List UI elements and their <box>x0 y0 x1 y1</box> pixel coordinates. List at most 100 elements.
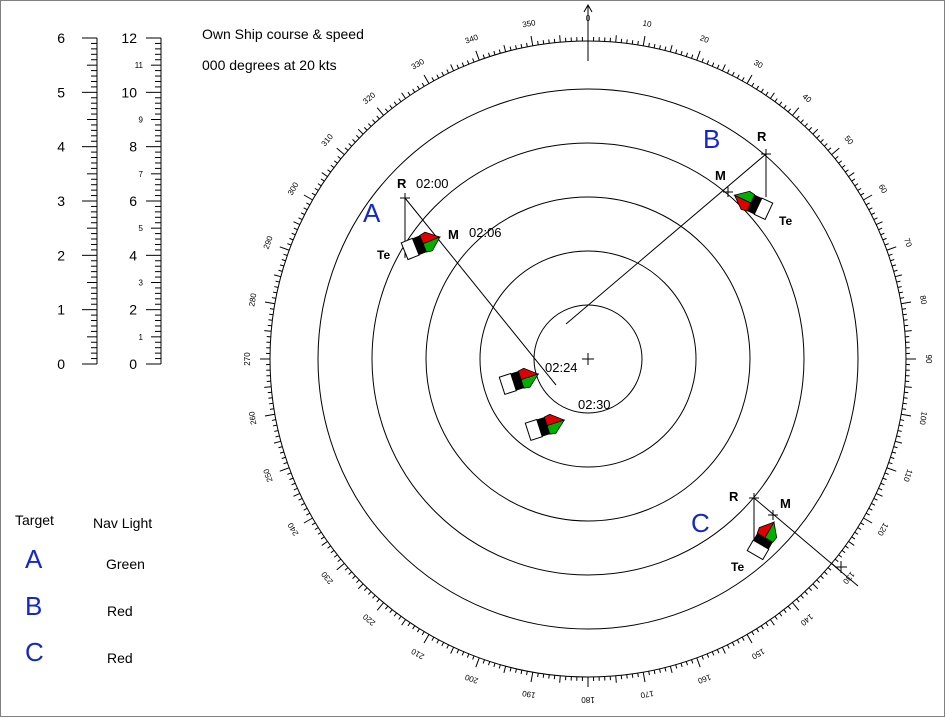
bearing-label: 140 <box>798 612 814 628</box>
bearing-tick <box>377 599 380 602</box>
bearing-tick <box>770 619 774 625</box>
bearing-tick <box>692 55 693 59</box>
bearing-tick <box>322 173 328 177</box>
bearing-tick <box>538 673 539 677</box>
bearing-tick <box>863 195 872 200</box>
bearing-tick <box>792 603 798 611</box>
bearing-label: 70 <box>902 237 914 249</box>
bearing-tick <box>447 70 449 74</box>
bearing-tick <box>408 623 410 626</box>
bearing-tick <box>752 632 754 635</box>
bearing-tick <box>732 72 734 76</box>
bearing-label: 170 <box>639 689 654 700</box>
bearing-tick <box>269 314 273 315</box>
bearing-tick <box>902 409 906 410</box>
bearing-tick <box>632 674 633 678</box>
bearing-label: 190 <box>521 689 536 700</box>
bearing-tick <box>292 233 296 235</box>
bearing-tick <box>424 634 429 643</box>
cpa-vessel-0230 <box>525 411 567 442</box>
bearing-tick <box>901 414 911 416</box>
bearing-tick <box>643 36 645 46</box>
bearing-tick <box>276 436 280 437</box>
target-c-vessel <box>746 517 782 560</box>
bearing-tick <box>306 203 309 205</box>
bearing-tick <box>898 287 902 288</box>
bearing-tick <box>457 65 459 69</box>
bearing-tick <box>364 127 367 130</box>
bearing-label: 60 <box>877 183 890 196</box>
bearing-tick <box>358 129 363 134</box>
bearing-tick <box>665 668 666 672</box>
bearing-tick <box>717 65 719 69</box>
bearing-tick <box>809 127 812 130</box>
bearing-tick <box>377 603 383 611</box>
bearing-tick <box>821 139 824 142</box>
target-c-te-label: Te <box>731 560 744 574</box>
bearing-tick <box>869 208 873 210</box>
bearing-tick <box>462 63 464 67</box>
bearing-tick <box>649 671 650 675</box>
range-scale-right-label: 2 <box>129 302 137 318</box>
target-b-vessel <box>730 186 773 220</box>
own-ship-course-speed: 000 degrees at 20 kts <box>202 57 337 73</box>
bearing-label: 100 <box>918 411 929 426</box>
bearing-tick <box>282 457 286 458</box>
target-b-te-label: Te <box>779 214 792 228</box>
bearing-tick <box>742 77 744 80</box>
range-scale-left-label: 1 <box>57 302 65 318</box>
bearing-tick <box>900 298 904 299</box>
bearing-tick <box>516 669 517 673</box>
range-scale-right-label: 0 <box>129 356 137 372</box>
range-scale-right-minor-label: 3 <box>139 279 144 288</box>
bearing-tick <box>842 550 845 552</box>
bearing-tick <box>516 45 517 49</box>
bearing-tick <box>315 188 318 190</box>
bearing-tick <box>863 518 872 523</box>
bearing-tick <box>345 568 348 571</box>
bearing-label: 30 <box>752 58 765 71</box>
bearing-tick <box>337 148 345 154</box>
bearing-tick <box>638 41 639 45</box>
bearing-label: 300 <box>286 180 301 197</box>
bearing-tick <box>861 193 864 195</box>
bearing-tick <box>560 35 561 42</box>
bearing-tick <box>757 86 759 89</box>
bearing-label: 350 <box>522 18 537 29</box>
bearing-tick <box>483 660 484 664</box>
cpa-time-label: 02:30 <box>578 397 611 412</box>
bearing-tick <box>902 309 906 310</box>
bearing-tick <box>788 109 791 112</box>
bearing-tick <box>276 281 280 282</box>
bearing-tick <box>712 652 714 656</box>
bearing-tick <box>876 222 882 225</box>
bearing-tick <box>747 75 752 84</box>
bearing-tick <box>654 44 655 48</box>
bearing-tick <box>681 663 682 667</box>
bearing-tick <box>394 102 396 105</box>
bearing-tick <box>727 645 729 649</box>
target-a-letter: A <box>363 198 381 228</box>
bearing-tick <box>280 452 284 453</box>
own-ship-heading: Own Ship course & speed <box>202 26 364 42</box>
bearing-tick <box>905 387 912 388</box>
bearing-tick <box>322 541 328 545</box>
bearing-label: 290 <box>262 234 275 250</box>
bearing-tick <box>385 109 388 112</box>
bearing-tick <box>686 53 687 57</box>
range-scale-left-label: 3 <box>57 193 65 209</box>
bearing-tick <box>264 331 271 332</box>
bearing-tick <box>692 660 693 664</box>
bearing-tick <box>784 105 786 108</box>
bearing-tick <box>538 41 539 45</box>
bearing-tick <box>702 656 703 660</box>
legend-target-c: C <box>25 637 44 668</box>
cpa-time-label: 02:24 <box>545 360 578 375</box>
bearing-tick <box>894 447 898 448</box>
target-b-m-label: M <box>715 168 726 183</box>
bearing-label: 120 <box>875 521 890 538</box>
bearing-tick <box>727 70 729 74</box>
range-scale-left-label: 6 <box>57 30 65 46</box>
bearing-tick <box>824 144 827 147</box>
